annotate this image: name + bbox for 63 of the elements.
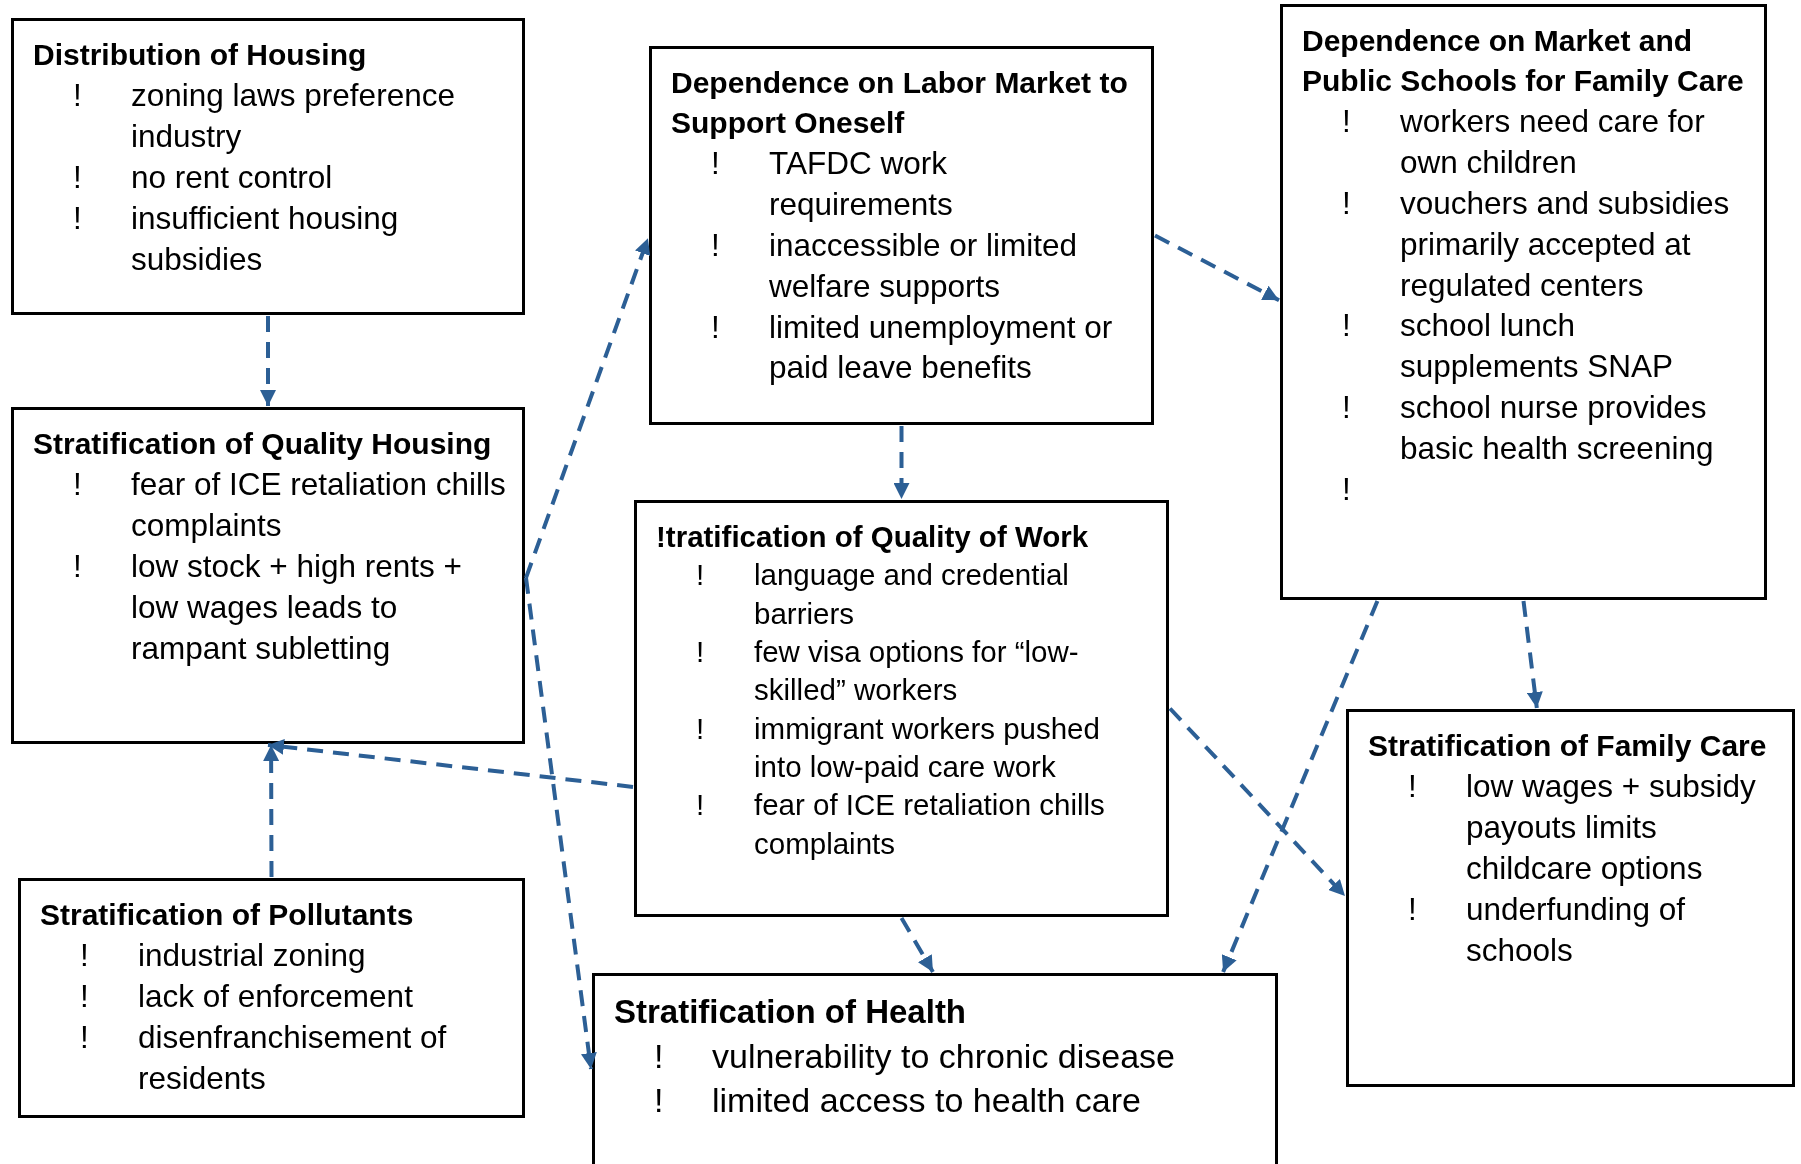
bullet-text: fear of ICE retaliation chills complaints: [754, 787, 1106, 862]
bullet-mark: !: [73, 157, 83, 197]
bullet-mark: !: [696, 710, 706, 747]
bullet-text: underfunding of schools: [1466, 889, 1686, 970]
dashed-arrow: [899, 917, 935, 973]
bullet-text: disenfranchisement of residents: [138, 1017, 448, 1098]
bullet-mark: !: [654, 1080, 665, 1122]
bullet-mark: !: [1342, 101, 1352, 141]
bullet-text: no rent control: [131, 157, 334, 197]
text-box: [11, 18, 525, 315]
text-box: [11, 407, 525, 744]
bullet-mark: !: [1342, 388, 1352, 428]
box-heading: Stratification of Health: [614, 992, 968, 1032]
bullet-mark: !: [711, 307, 721, 347]
dashed-arrow: [524, 237, 651, 579]
bullet-text: limited unemployment or paid leave benefits: [769, 307, 1114, 388]
bullet-text: lack of enforcement: [138, 976, 414, 1016]
bullet-mark: !: [1342, 183, 1352, 223]
bullet-text: limited access to health care: [712, 1080, 1142, 1122]
bullet-mark: !: [80, 935, 90, 975]
text-box: [1346, 709, 1795, 1087]
box-heading: Stratification of Family Care: [1368, 728, 1768, 764]
bullet-mark: !: [73, 546, 83, 586]
box-heading: Dependence on Labor Market to Support Oneself: [671, 65, 1129, 141]
dashed-arrow: [1154, 233, 1280, 302]
bullet-mark: !: [654, 1035, 665, 1077]
text-box: [634, 500, 1169, 917]
bullet-mark: !: [696, 633, 706, 670]
bullet-mark: !: [1408, 766, 1418, 806]
bullet-mark: !: [711, 225, 721, 265]
bullet-mark: !: [80, 976, 90, 1016]
dashed-arrow: [893, 426, 910, 499]
bullet-mark: !: [696, 557, 706, 594]
bullet-text: school nurse provides basic health screening: [1400, 388, 1715, 469]
bullet-mark: !: [73, 198, 83, 238]
dashed-arrow: [524, 577, 597, 1070]
dashed-arrow: [260, 316, 276, 406]
bullet-mark: !: [711, 143, 721, 183]
box-heading: Stratification of Quality Housing: [33, 426, 493, 462]
dashed-arrow: [1521, 600, 1543, 709]
box-heading: Distribution of Housing: [33, 37, 368, 73]
dashed-arrow: [1168, 707, 1347, 898]
box-heading: Dependence on Market and Public Schools for Family Care: [1302, 23, 1745, 99]
bullet-text: low stock + high rents + low wages leads to rampant subletting: [131, 546, 463, 668]
text-box: [592, 973, 1278, 1164]
dashed-arrow: [263, 745, 280, 877]
bullet-mark: !: [73, 464, 83, 504]
bullet-mark: !: [1408, 889, 1418, 929]
bullet-text: vulnerability to chronic disease: [712, 1035, 1177, 1077]
bullet-text: insufficient housing subsidies: [131, 198, 400, 279]
bullet-mark: !: [1342, 470, 1352, 510]
bullet-mark: !: [73, 75, 83, 115]
dashed-arrow: [1221, 600, 1380, 973]
bullet-mark: !: [1342, 306, 1352, 346]
text-box: [18, 878, 525, 1118]
bullet-mark: !: [696, 787, 706, 824]
text-box: [649, 46, 1154, 425]
dashed-arrow: [267, 738, 634, 789]
box-heading: !tratification of Quality of Work: [656, 519, 1090, 555]
bullet-mark: !: [80, 1017, 90, 1057]
box-heading: Stratification of Pollutants: [40, 897, 415, 933]
text-box: [1280, 4, 1767, 600]
bullet-text: industrial zoning: [138, 935, 367, 975]
